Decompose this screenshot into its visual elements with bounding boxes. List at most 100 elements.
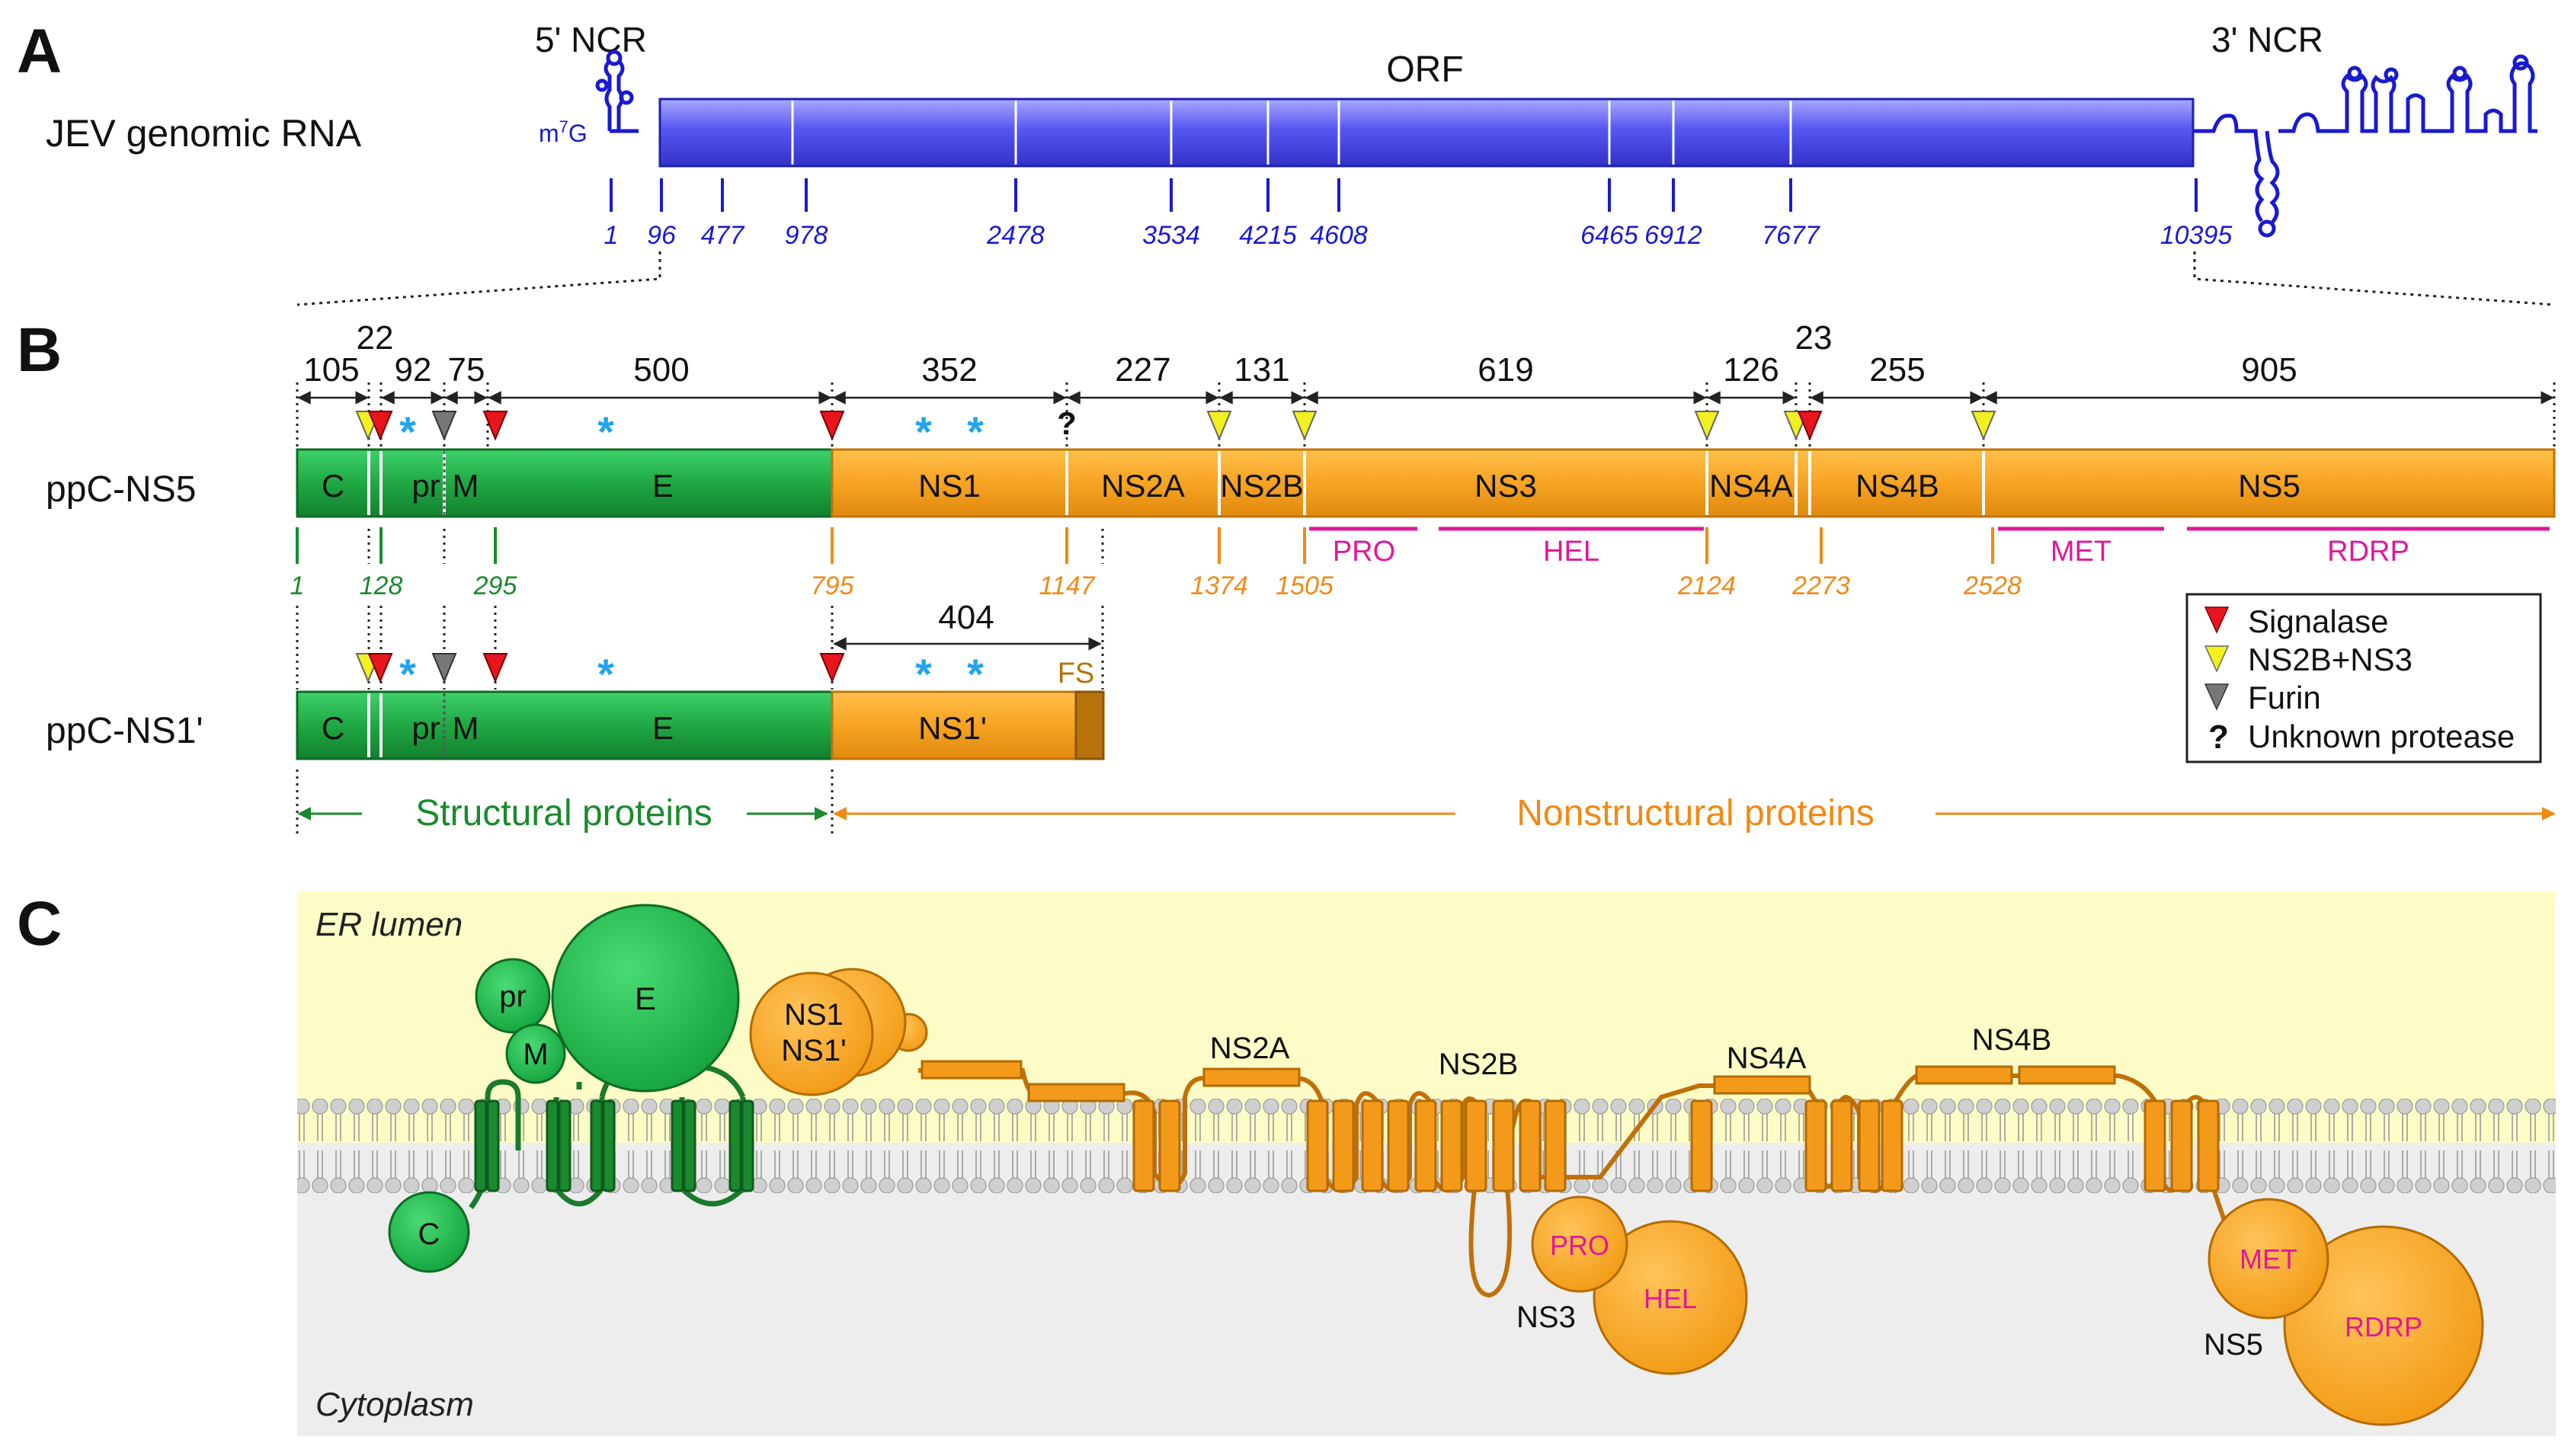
protein-label: NS2A xyxy=(1101,468,1185,504)
position-label-a: 3534 xyxy=(1142,221,1200,250)
signalase-cleavage-site xyxy=(482,653,508,683)
glycosylation-star: * xyxy=(597,408,614,456)
orange-tm-helix xyxy=(1830,1099,1853,1192)
protein-label: NS4B xyxy=(1855,468,1939,504)
signalase-cleavage-site xyxy=(482,411,508,441)
length-label: 905 xyxy=(2241,351,2297,389)
position-label-a: 7677 xyxy=(1762,221,1820,250)
protein-c-circle xyxy=(388,1191,470,1273)
orange-tm-helix xyxy=(1414,1099,1437,1192)
ns3-pro-label: PRO xyxy=(1550,1230,1609,1261)
protein-label: M xyxy=(453,710,479,746)
ns5-met-circle xyxy=(2208,1198,2329,1320)
orf-label: ORF xyxy=(1386,50,1463,90)
green-tm-helix xyxy=(728,1099,742,1192)
length-label: 126 xyxy=(1723,351,1779,389)
ns2b-ns3-cleavage-site xyxy=(1206,411,1232,441)
glycosylation-star: * xyxy=(399,408,416,456)
glycosylation-star: * xyxy=(399,650,416,698)
orange-tm-helix xyxy=(1881,1099,1903,1192)
length-label-404: 404 xyxy=(938,599,994,636)
green-tm-helix xyxy=(486,1099,500,1192)
protein-m-label: M xyxy=(523,1038,548,1071)
orange-tm-helix xyxy=(1440,1099,1463,1192)
orange-tm-helix xyxy=(2170,1099,2193,1192)
orange-tm-helix xyxy=(1332,1099,1355,1192)
structural-segment xyxy=(296,448,834,518)
ns2b-ns3-cleavage-site xyxy=(1292,411,1318,441)
green-tm-helix xyxy=(602,1099,616,1192)
length-label: 500 xyxy=(633,351,689,389)
ns1prime-segment xyxy=(831,690,1077,760)
protein-label: NS3 xyxy=(1474,468,1537,504)
signalase-cleavage-site xyxy=(819,411,845,441)
aa-position-label: 2124 xyxy=(1677,571,1736,600)
panel-a-label: A xyxy=(17,17,62,86)
aa-position-label: 2528 xyxy=(1963,571,2022,600)
length-label: 105 xyxy=(303,351,359,389)
orange-tm-helix xyxy=(1465,1099,1487,1192)
legend-furin: Furin xyxy=(2248,680,2321,715)
structural-tm-helices xyxy=(474,1099,754,1192)
protein-label: pr xyxy=(411,710,440,746)
ncr5-label: 5' NCR xyxy=(535,20,647,59)
nonstructural-arrow: Nonstructural proteins xyxy=(833,793,2556,834)
length-label: 23 xyxy=(1795,319,1833,357)
green-tm-helix xyxy=(558,1099,572,1192)
protein-m-circle xyxy=(505,1023,566,1084)
position-label-a: 10395 xyxy=(2160,221,2233,250)
position-label-a: 4608 xyxy=(1310,221,1368,250)
orange-tm-helix xyxy=(1387,1099,1410,1192)
ns2b-label: NS2B xyxy=(1439,1048,1519,1081)
ns4b-label: NS4B xyxy=(1972,1023,2052,1057)
orange-tm-helix xyxy=(1544,1099,1567,1192)
ns2a-label: NS2A xyxy=(1210,1032,1290,1065)
position-label-a: 6912 xyxy=(1644,221,1702,250)
protein-label: NS1' xyxy=(918,710,987,746)
legend-unknown-mark: ? xyxy=(2208,718,2229,756)
ncr5-stem-loop xyxy=(595,50,639,133)
nonstructural-label: Nonstructural proteins xyxy=(1516,793,1875,834)
panel-c: C ER lumen Cytoplasm C pr M E NS1 NS1' xyxy=(17,889,2556,1436)
frameshift-segment xyxy=(1074,690,1105,760)
green-tm-helix xyxy=(683,1099,696,1192)
panel-a: A JEV genomic RNA 5' NCR 3' NCR ORF m7G … xyxy=(17,17,2537,250)
position-label-a: 96 xyxy=(647,221,676,250)
aa-position-label: 2273 xyxy=(1791,571,1850,600)
aa-position-label: 1505 xyxy=(1276,571,1334,600)
position-label-a: 1 xyxy=(604,221,619,250)
frameshift-label: FS xyxy=(1058,658,1095,690)
glycosylation-star: * xyxy=(915,408,932,456)
length-label: 131 xyxy=(1234,351,1289,389)
ppc-ns5-label: ppC-NS5 xyxy=(46,469,196,510)
panel-b-label: B xyxy=(17,315,62,385)
protein-e-label: E xyxy=(635,981,656,1016)
signalase-cleavage-site xyxy=(819,653,845,683)
length-label: 75 xyxy=(448,351,485,389)
orange-tm-helix xyxy=(1804,1099,1827,1192)
protein-label: NS2B xyxy=(1220,468,1304,504)
aa-position-label: 1374 xyxy=(1190,571,1248,600)
structural-segment xyxy=(296,690,834,760)
ns3-hel-label: HEL xyxy=(1644,1283,1697,1314)
position-label-a: 4215 xyxy=(1239,221,1297,250)
orange-tm-helix xyxy=(1132,1099,1155,1192)
orange-tm-helix xyxy=(2197,1099,2220,1192)
nonstructural-segment xyxy=(831,448,2556,518)
cap-label: m7G xyxy=(539,117,588,147)
glycosylation-star: * xyxy=(967,650,984,698)
genomic-rna-title: JEV genomic RNA xyxy=(46,112,362,155)
signalase-cleavage-site xyxy=(367,653,393,683)
protein-label: NS5 xyxy=(2238,468,2300,504)
length-label: 352 xyxy=(921,351,977,389)
protein-label: M xyxy=(453,468,479,504)
cleavage-legend: Signalase NS2B+NS3 Furin ? Unknown prote… xyxy=(2185,593,2542,763)
aa-position-label: 795 xyxy=(811,571,854,600)
orf-dividers xyxy=(791,101,1792,165)
furin-cleavage-site xyxy=(431,411,457,441)
orange-tm-helix xyxy=(1361,1099,1384,1192)
